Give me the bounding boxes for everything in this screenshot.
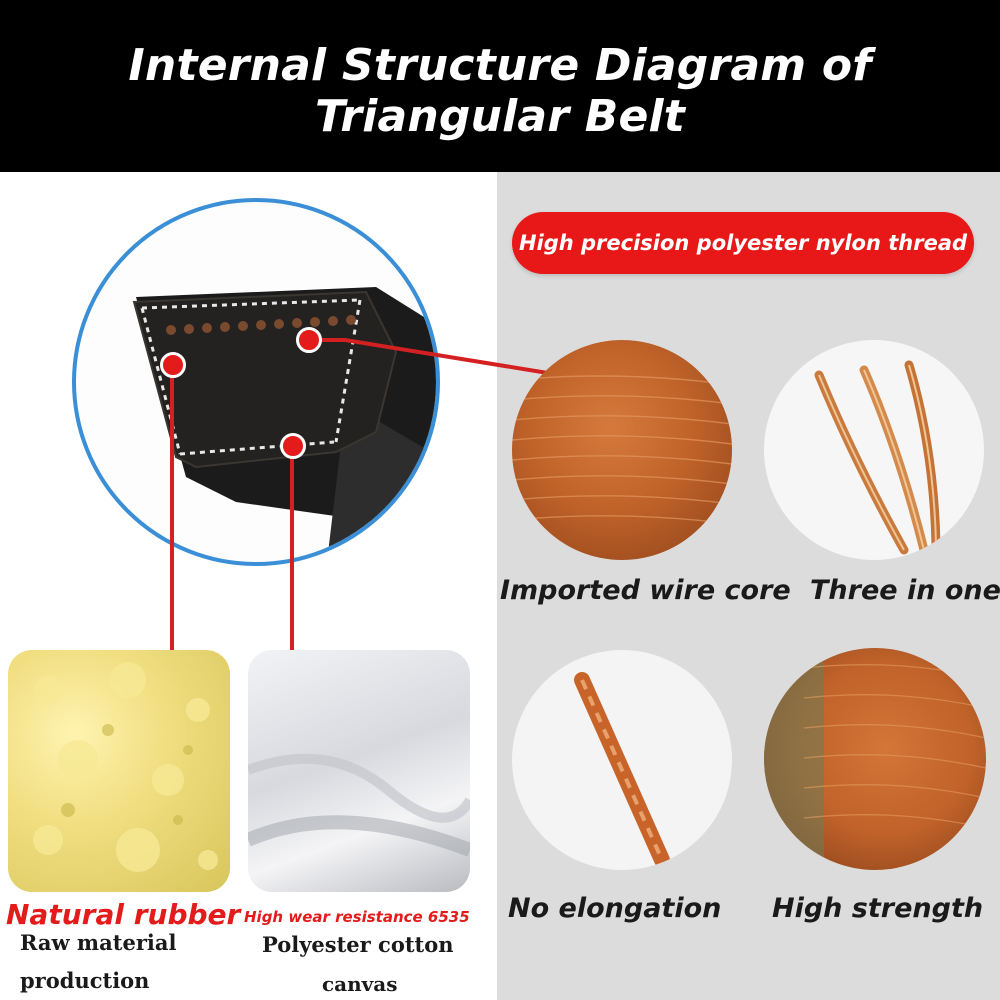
three-in-one-photo xyxy=(764,340,984,560)
three-strands-graphic xyxy=(814,360,941,555)
canvas-line-2: canvas xyxy=(322,972,398,996)
rubber-line-2: production xyxy=(20,968,150,993)
wire-core-caption: Imported wire core xyxy=(500,575,791,606)
header-banner: Internal Structure Diagram of Triangular… xyxy=(0,0,1000,172)
twisted-strand-graphic xyxy=(574,672,670,868)
three-in-one-caption: Three in one xyxy=(810,575,1000,606)
canvas-fabric-photo xyxy=(248,650,470,892)
high-strength-spool-graphic xyxy=(764,648,986,870)
wire-core-photo xyxy=(512,340,732,560)
canvas-title: High wear resistance 6535 xyxy=(244,908,470,926)
page-title: Internal Structure Diagram of Triangular… xyxy=(128,40,872,142)
belt-cross-section-lens xyxy=(72,198,440,566)
thread-badge: High precision polyester nylon thread xyxy=(512,212,974,274)
canvas-folds-graphic xyxy=(248,753,470,857)
no-elongation-caption: No elongation xyxy=(508,893,722,924)
wire-core-spool-graphic xyxy=(512,375,732,525)
canvas-line-1: Polyester cotton xyxy=(262,932,454,957)
natural-rubber-title: Natural rubber xyxy=(6,898,241,931)
high-strength-photo xyxy=(764,648,986,870)
rubber-line-1: Raw material xyxy=(20,930,177,955)
belt-cross-section-illustration xyxy=(132,287,436,562)
high-strength-caption: High strength xyxy=(772,893,984,924)
thread-marker xyxy=(296,327,322,353)
no-elongation-photo xyxy=(512,650,732,870)
canvas-marker xyxy=(280,433,306,459)
rubber-marker xyxy=(160,352,186,378)
rubber-texture-graphic xyxy=(33,662,218,872)
natural-rubber-photo xyxy=(8,650,230,892)
